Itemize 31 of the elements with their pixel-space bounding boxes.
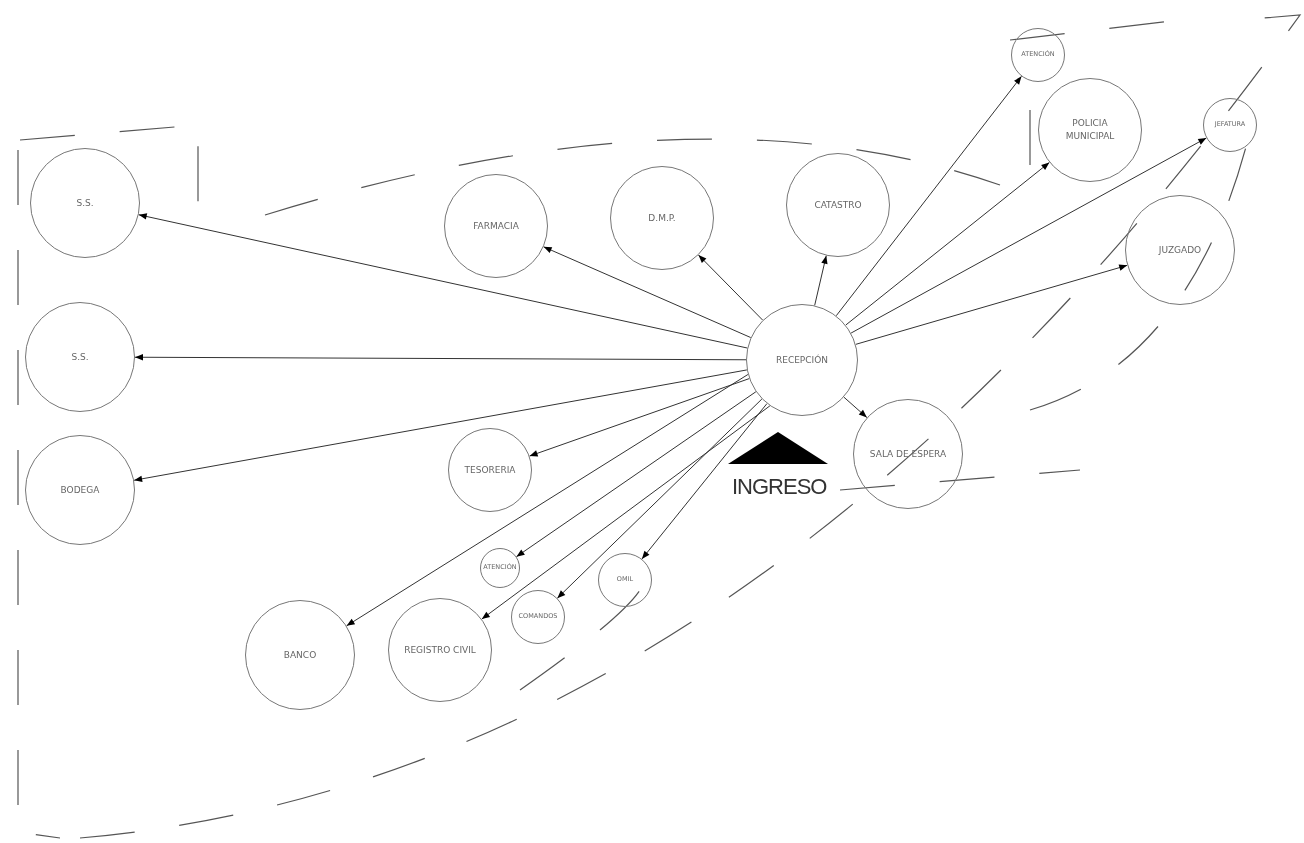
room-label: S.S. bbox=[76, 196, 94, 210]
arrow bbox=[843, 396, 868, 418]
room-label: BANCO bbox=[283, 648, 317, 662]
room-label: POLICIA MUNICIPAL bbox=[1064, 117, 1116, 143]
arrow bbox=[835, 75, 1022, 317]
arrow bbox=[543, 246, 752, 339]
room-label: RECEPCIÓN bbox=[775, 353, 829, 367]
arrow bbox=[698, 254, 764, 321]
room-label: D.M.P. bbox=[648, 211, 676, 225]
arrow bbox=[515, 391, 757, 558]
arrow bbox=[138, 213, 748, 349]
arrow bbox=[134, 354, 747, 361]
arrow bbox=[481, 405, 771, 620]
arrow bbox=[556, 398, 763, 599]
room-label: TESORERIA bbox=[464, 463, 516, 477]
room-label: JUZGADO bbox=[1158, 243, 1202, 257]
arrow bbox=[855, 264, 1128, 345]
room-label: REGISTRO CIVIL bbox=[404, 643, 476, 657]
room-label: S.S. bbox=[71, 350, 89, 364]
arrow bbox=[845, 161, 1050, 326]
room-label: SALA DE ESPERA bbox=[869, 447, 947, 461]
arrow bbox=[346, 374, 749, 627]
arrow bbox=[850, 137, 1207, 334]
room-label: CATASTRO bbox=[814, 198, 862, 212]
room-label: FARMACIA bbox=[473, 219, 519, 233]
arrow bbox=[814, 255, 828, 306]
arrow bbox=[529, 378, 750, 457]
arrow bbox=[641, 403, 768, 560]
entrance-label: INGRESO bbox=[732, 474, 827, 500]
room-label: BODEGA bbox=[60, 483, 100, 497]
arrow bbox=[133, 369, 748, 482]
